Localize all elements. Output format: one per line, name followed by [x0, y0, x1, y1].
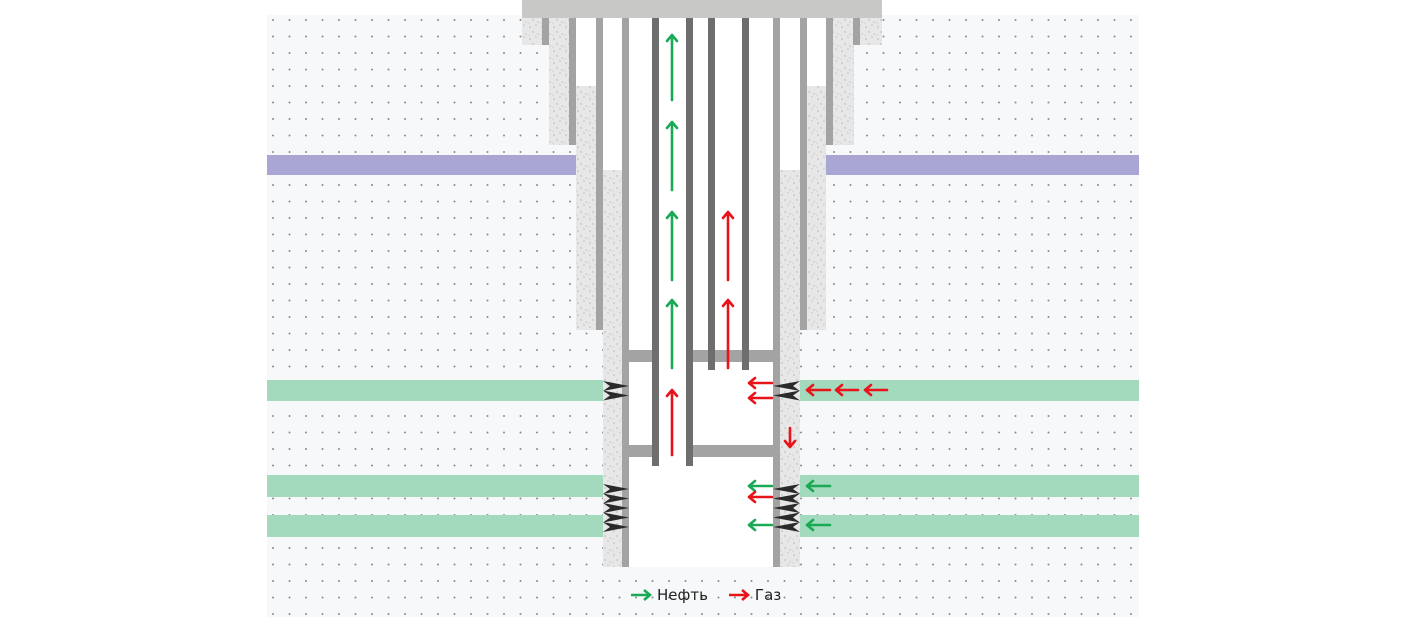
water-layers — [267, 155, 1139, 175]
tubing-pipes — [652, 18, 749, 466]
gas-flow-arrow — [805, 383, 832, 397]
perforation-mark — [773, 512, 800, 523]
perforation-mark — [773, 390, 800, 401]
gas-flow-arrow — [721, 298, 735, 370]
casing-pipes — [542, 18, 860, 567]
perforation-mark — [603, 390, 629, 401]
gas-flow-arrow — [747, 391, 774, 405]
legend-item-oil: Нефть — [630, 586, 708, 604]
oil-flow-arrow — [805, 518, 832, 532]
perforation-mark — [603, 512, 629, 523]
wellhead — [522, 0, 882, 18]
perforation-mark — [773, 503, 800, 513]
perforation-mark — [773, 484, 800, 494]
cement — [522, 18, 882, 567]
perforations — [603, 381, 800, 532]
flow-arrows — [665, 33, 889, 532]
legend-label-oil: Нефть — [657, 586, 708, 604]
oil-flow-arrow — [665, 210, 679, 282]
oil-flow-arrow — [747, 518, 774, 532]
perforation-mark — [603, 484, 629, 494]
oil-layers — [267, 380, 1139, 537]
perforation-mark — [773, 522, 800, 532]
gas-flow-arrow — [783, 426, 797, 449]
perforation-mark — [603, 503, 629, 513]
gas-flow-arrow — [665, 388, 679, 457]
oil-flow-arrow — [665, 120, 679, 192]
oil-flow-arrow — [805, 479, 832, 493]
oil-flow-arrow — [665, 298, 679, 370]
legend: Нефть Газ — [630, 586, 791, 604]
arrow-right-icon — [631, 589, 652, 601]
legend-item-gas: Газ — [728, 586, 781, 604]
perforation-mark — [603, 493, 629, 504]
legend-label-gas: Газ — [754, 586, 782, 604]
perforation-mark — [773, 381, 800, 391]
oil-flow-arrow — [665, 33, 679, 102]
gas-flow-arrow — [747, 376, 774, 390]
gas-flow-arrow — [747, 490, 774, 504]
perforation-mark — [603, 522, 629, 532]
gas-flow-arrow — [721, 210, 735, 282]
perforation-mark — [773, 493, 800, 504]
perforation-mark — [603, 381, 629, 391]
oil-flow-arrow — [747, 479, 774, 493]
gas-flow-arrow — [863, 383, 889, 397]
gas-flow-arrow — [834, 383, 860, 397]
arrow-right-icon — [728, 589, 750, 601]
